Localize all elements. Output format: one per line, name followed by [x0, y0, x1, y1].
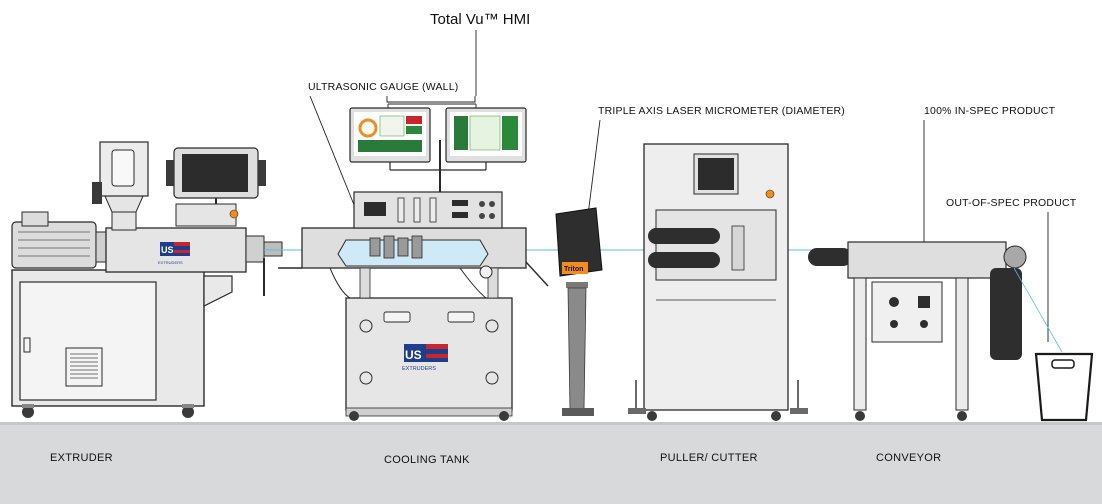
out-of-spec-product-label: OUT-OF-SPEC PRODUCT: [946, 197, 1077, 209]
total-vu-hmi-monitors: [349, 107, 527, 171]
svg-text:US: US: [405, 348, 422, 362]
conveyor-machine: [808, 241, 1063, 421]
puller-cutter-machine: [628, 143, 808, 421]
svg-text:EXTRUDERS: EXTRUDERS: [158, 260, 183, 265]
cooling-tank-label: COOLING TANK: [384, 454, 470, 466]
ultrasonic-gauge-label: ULTRASONIC GAUGE (WALL): [308, 81, 459, 93]
extruder-label: EXTRUDER: [50, 452, 113, 464]
puller-cutter-label: PULLER/ CUTTER: [660, 452, 758, 464]
laser-micrometer: Triton: [555, 207, 603, 416]
conveyor-label: CONVEYOR: [876, 452, 942, 464]
extruder-machine: US EXTRUDERS: [11, 141, 283, 418]
svg-text:Triton: Triton: [564, 266, 583, 273]
svg-text:EXTRUDERS: EXTRUDERS: [402, 366, 436, 372]
cooling-tank-machine: US EXTRUDERS: [278, 140, 549, 421]
hmi-title: Total Vu™ HMI: [430, 11, 531, 28]
svg-text:US: US: [161, 245, 174, 255]
floor: [0, 424, 1102, 504]
laser-micrometer-label: TRIPLE AXIS LASER MICROMETER (DIAMETER): [598, 105, 846, 117]
out-of-spec-bin: [1034, 352, 1094, 422]
in-spec-product-label: 100% IN-SPEC PRODUCT: [924, 105, 1056, 117]
